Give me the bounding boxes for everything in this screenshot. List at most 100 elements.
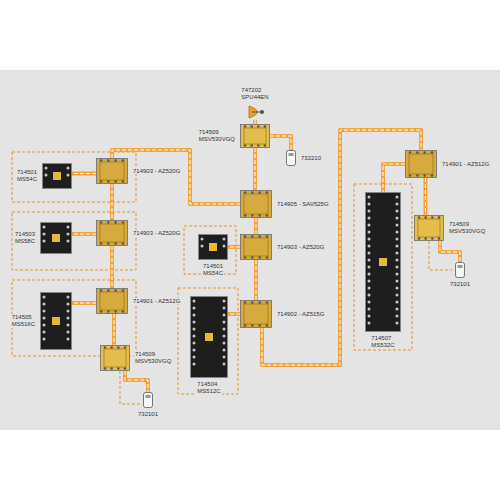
port: [258, 214, 261, 217]
cable-core: [228, 247, 240, 248]
port: [67, 317, 70, 320]
group-frame: [12, 152, 136, 202]
device-icon: [96, 158, 128, 184]
port: [266, 235, 269, 238]
port: [223, 314, 226, 317]
cable-bundle: [72, 301, 96, 305]
port: [431, 151, 434, 154]
part-label: 714509 MSV530VGQ: [134, 351, 172, 365]
ms-node: 714501 MS54C: [198, 234, 228, 260]
port: [43, 296, 46, 299]
cable-core: [125, 371, 148, 392]
port: [396, 287, 399, 290]
port: [100, 289, 103, 292]
port: [251, 301, 254, 304]
port: [104, 346, 107, 349]
port: [201, 245, 204, 248]
port: [110, 346, 113, 349]
port: [423, 151, 426, 154]
device-icon: [414, 215, 444, 241]
port: [244, 256, 247, 259]
tap-node: 714903 - AZ520G: [96, 220, 128, 246]
port: [409, 151, 412, 154]
amp-node: 714509 MSV530VGQ: [100, 345, 130, 371]
device-icon: [40, 292, 72, 350]
port: [43, 240, 46, 243]
port: [122, 180, 125, 183]
part-label: 732101: [449, 281, 471, 288]
tap-node: 714901 - AZ512G: [96, 288, 128, 314]
port: [266, 256, 269, 259]
port: [122, 289, 125, 292]
port: [368, 280, 371, 283]
port: [396, 196, 399, 199]
port: [431, 174, 434, 177]
device-icon: [246, 104, 264, 120]
port: [431, 216, 434, 219]
port: [244, 144, 247, 147]
plug-detail: [289, 153, 294, 156]
port: [251, 214, 254, 217]
group-frame: [12, 212, 136, 270]
port: [418, 216, 421, 219]
port: [124, 346, 127, 349]
port: [110, 367, 113, 370]
cable-core: [255, 148, 256, 190]
unit-frame: [104, 349, 126, 367]
port: [244, 125, 247, 128]
port: [43, 310, 46, 313]
port: [396, 308, 399, 311]
port: [368, 273, 371, 276]
port: [67, 303, 70, 306]
port: [250, 125, 253, 128]
port: [67, 174, 70, 177]
port: [258, 324, 261, 327]
port: [193, 349, 196, 352]
cable-core: [270, 136, 291, 150]
port: [409, 174, 412, 177]
part-label: 732101: [137, 411, 159, 418]
cable-core: [383, 164, 405, 192]
port: [244, 301, 247, 304]
port: [396, 210, 399, 213]
port: [114, 289, 117, 292]
port: [114, 221, 117, 224]
multiswitch-panel: [379, 258, 387, 266]
port: [43, 226, 46, 229]
part-label: 714507 MS532C: [370, 335, 395, 349]
port: [43, 338, 46, 341]
amp-node: 714509 MSV530VGQ: [414, 215, 444, 241]
tap-node: 714903 - AZ520G: [96, 158, 128, 184]
device-icon: [240, 190, 272, 218]
tap-unit: [241, 235, 272, 260]
port: [223, 321, 226, 324]
part-label: 714509 MSV530VGQ: [448, 221, 486, 235]
cable-core: [228, 314, 240, 315]
port: [223, 342, 226, 345]
port: [251, 256, 254, 259]
port: [396, 252, 399, 255]
psu-node: 732210: [286, 150, 296, 166]
tap-unit: [406, 151, 437, 178]
port: [100, 159, 103, 162]
part-label: 714501 MS54C: [202, 263, 224, 277]
port: [424, 216, 427, 219]
port: [368, 294, 371, 297]
port: [193, 314, 196, 317]
port: [438, 237, 441, 240]
ms-node: 714503 MS58C: [40, 222, 72, 254]
port: [244, 214, 247, 217]
port: [43, 324, 46, 327]
cable-bundle: [110, 184, 114, 220]
cable-core: [114, 314, 115, 345]
port: [107, 289, 110, 292]
port: [368, 245, 371, 248]
port: [244, 235, 247, 238]
part-label: 714903 - AZ520G: [132, 230, 181, 237]
port: [258, 256, 261, 259]
cable-bundle: [228, 245, 240, 249]
port: [368, 287, 371, 290]
multiswitch: [41, 223, 72, 254]
tap-node: 714903 - AZ520G: [240, 234, 272, 260]
amplifier: [101, 346, 130, 371]
